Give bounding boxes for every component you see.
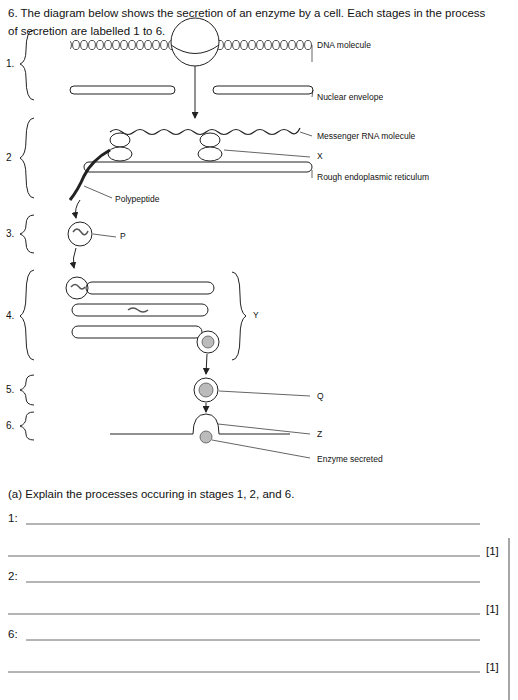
part-label: Enzyme secreted: [316, 454, 384, 464]
answer-prompt: 1:: [8, 512, 18, 526]
part-label: Y: [252, 310, 260, 320]
stage-number: 6.: [6, 420, 14, 432]
part-label: Polypeptide: [114, 194, 160, 204]
part-label: P: [119, 231, 127, 241]
answer-prompt: 6:: [8, 628, 18, 642]
part-label: Nuclear envelope: [316, 92, 384, 102]
answer-prompt: 2:: [8, 570, 18, 584]
stage-number: 4.: [6, 310, 14, 322]
question-part: (a) Explain the processes occuring in st…: [8, 488, 294, 502]
mark-allocation: [1]: [486, 661, 499, 675]
question-text: 6. The diagram below shows the secretion…: [8, 4, 488, 40]
stage-number: 1.: [6, 58, 14, 70]
mark-allocation: [1]: [486, 545, 499, 559]
part-label: Messenger RNA molecule: [316, 131, 416, 141]
part-label: DNA molecule: [316, 40, 372, 50]
part-label: Z: [316, 429, 323, 439]
stage-number: 3.: [6, 228, 14, 240]
part-label: Rough endoplasmic reticulum: [316, 172, 430, 182]
part-label: Q: [316, 391, 325, 401]
stage-number: 2: [6, 152, 12, 164]
part-label: X: [316, 151, 324, 161]
mark-allocation: [1]: [486, 603, 499, 617]
stage-number: 5.: [6, 384, 14, 396]
